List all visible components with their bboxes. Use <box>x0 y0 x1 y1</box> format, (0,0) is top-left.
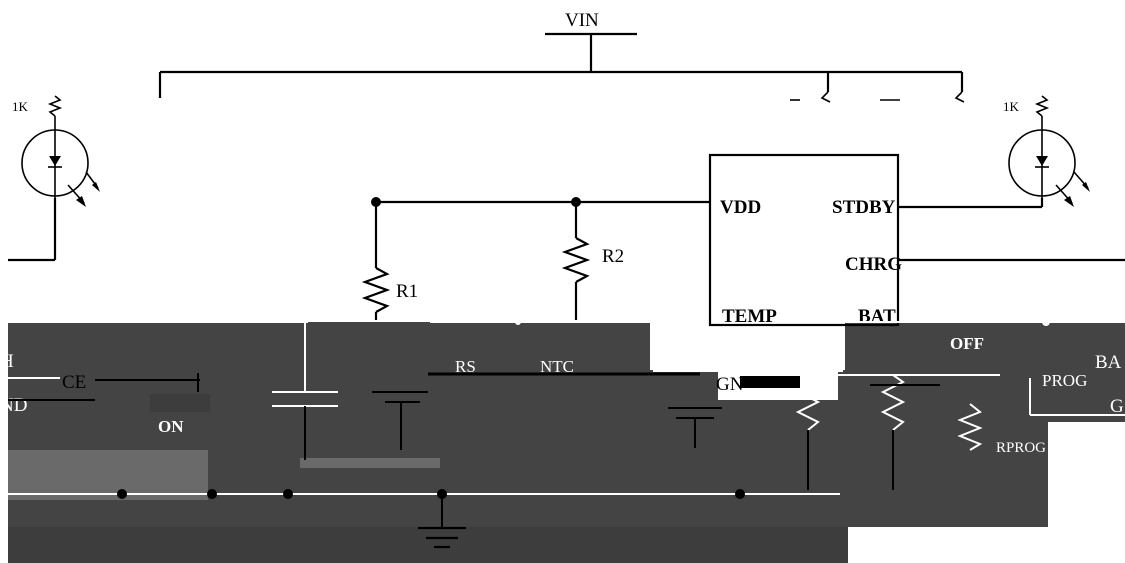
h-left-label: H <box>0 351 14 372</box>
r1-label: R1 <box>396 281 418 302</box>
gnd-ic-label: GN <box>716 374 744 395</box>
rs-label: RS <box>455 357 476 376</box>
pin-stdby-label: STDBY <box>832 197 896 218</box>
ba-right-label: BA <box>1095 352 1122 373</box>
pin-bat-label: BAT <box>858 306 896 327</box>
vdd-net: R1 R2 <box>361 197 710 320</box>
pin-temp-label: TEMP <box>722 306 777 327</box>
vin-rail: VIN <box>158 10 964 98</box>
lower-region: H ND CE ON OFF RS NTC GN RPROG PROG BA <box>0 318 1125 490</box>
charger-ic: VDD STDBY CHRG TEMP BAT <box>708 153 902 327</box>
ground-bus <box>8 489 840 549</box>
obscured-regions <box>8 320 1125 563</box>
right-led-branch: 1K <box>898 95 1090 209</box>
rprog-label: RPROG <box>996 440 1046 456</box>
gnd-left-label: ND <box>0 395 27 416</box>
ntc-label: NTC <box>540 357 574 376</box>
g-right-label: G <box>1110 396 1124 417</box>
left-led-branch: 1K <box>8 95 100 262</box>
pin-vdd-label: VDD <box>720 197 761 218</box>
prog-label: PROG <box>1042 371 1087 390</box>
off-label: OFF <box>950 334 984 353</box>
on-label: ON <box>158 417 184 436</box>
top-right-resistors <box>790 91 965 103</box>
pin-chrg-label: CHRG <box>845 254 902 275</box>
left-1k-label: 1K <box>12 99 29 114</box>
ce-label: CE <box>62 372 86 393</box>
right-1k-label: 1K <box>1003 99 1020 114</box>
vin-label: VIN <box>565 10 599 31</box>
r2-label: R2 <box>602 246 624 267</box>
